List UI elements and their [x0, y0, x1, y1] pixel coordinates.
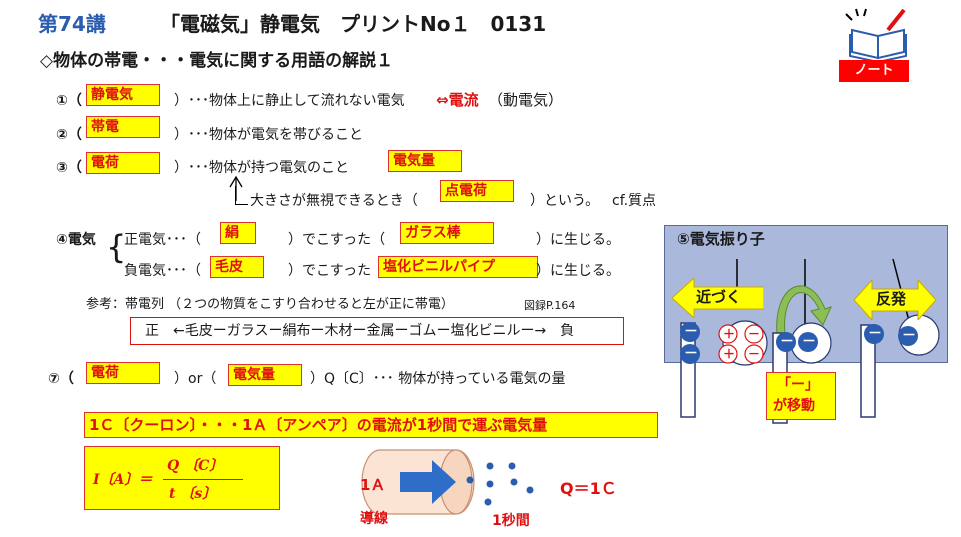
item7-answer: 電荷	[86, 362, 160, 384]
item7-number: ⑦（	[48, 371, 74, 387]
charge-dots	[460, 460, 544, 510]
current-label: 1Ａ	[360, 476, 386, 494]
item4-number: ④電気	[56, 232, 96, 248]
formula-numerator: Q 〔C〕	[167, 458, 224, 474]
minus-sign: －	[748, 327, 761, 341]
item3-answer2: 電気量	[388, 150, 462, 172]
fraction-bar	[163, 479, 243, 480]
reference-small: 図録P.164	[524, 299, 576, 312]
item4-pos-answer2: ガラス棒	[400, 222, 494, 244]
repel-label: 反発	[876, 290, 907, 308]
item4-pos-label: 正電気･･･（	[124, 232, 201, 248]
coulomb-definition: 1Ｃ〔クーロン〕・・・1Ａ〔アンペア〕の電流が1秒間で運ぶ電気量	[84, 412, 658, 438]
item7-or: ）or（	[174, 371, 217, 387]
time-label: 1秒間	[492, 513, 530, 529]
item1-current: ⇔電流	[436, 91, 479, 109]
item1-answer: 静電気	[86, 84, 160, 106]
item1-suffix: （動電気）	[488, 91, 564, 109]
minus-sign: －	[868, 326, 882, 342]
minus-sign: －	[684, 324, 698, 340]
plus-sign: ＋	[723, 347, 736, 361]
item7-text: ）Q〔C〕･･･ 物体が持っている電気の量	[310, 371, 566, 387]
item3-text: ）･･･物体が持つ電気のこと	[174, 160, 349, 176]
item1-text: ）･･･物体上に静止して流れない電気	[174, 93, 405, 109]
item4-neg-answer2: 塩化ビニルパイプ	[378, 256, 538, 278]
lesson-number: 第74講	[38, 12, 106, 36]
item3-answer: 電荷	[86, 152, 160, 174]
electron-move-note-line1: 「ー」	[777, 377, 819, 393]
item4-neg-mid: ）でこすった	[288, 263, 372, 279]
triboelectric-series: 正 ←毛皮ーガラスー絹布ー木材ー金属ーゴムー塩化ビニルー→ 負	[145, 323, 575, 339]
current-arrow-icon	[400, 460, 456, 504]
item4-neg-label: 負電気･･･（	[124, 263, 201, 279]
item3b-text2: ）という。	[530, 193, 600, 209]
electron-move-note: 「ー」 が移動	[766, 372, 836, 420]
triboelectric-series-box: 正 ←毛皮ーガラスー絹布ー木材ー金属ーゴムー塩化ビニルー→ 負	[130, 317, 624, 345]
item4-pos-end: ）に生じる。	[536, 232, 620, 248]
item1-number: ①（	[56, 93, 82, 109]
wire-label: 導線	[360, 511, 388, 527]
plus-sign: ＋	[723, 327, 736, 341]
notebook-icon	[838, 6, 918, 66]
item4-brace: {	[106, 228, 127, 266]
formula-box: I〔A〕＝ Q 〔C〕 t 〔s〕	[84, 446, 280, 510]
item3b-answer: 点電荷	[440, 180, 514, 202]
wire-cylinder	[360, 448, 480, 516]
item2-text: ）･･･物体が電気を帯びること	[174, 127, 363, 143]
formula-denominator: t 〔s〕	[169, 486, 217, 502]
item4-pos-mid: ）でこすった（	[288, 232, 386, 248]
item4-neg-end: ）に生じる。	[536, 263, 620, 279]
minus-sign: －	[684, 346, 698, 362]
minus-sign: －	[902, 328, 916, 344]
reference-text: 参考：帯電列 （２つの物質をこすり合わせると左が正に帯電）	[86, 297, 454, 312]
item3b-cf: cf.質点	[612, 193, 657, 209]
attract-label: 近づく	[696, 288, 742, 306]
page-title: 「電磁気」静電気 プリントNo１ 0131	[160, 12, 547, 36]
item7-answer2: 電気量	[228, 364, 302, 386]
note-badge: ノート	[839, 60, 909, 82]
pointer-arrow-icon	[226, 175, 246, 205]
item3b-text: 大きさが無視できるとき（	[250, 193, 418, 209]
charge-symbols: － － ＋ ＋ － － － － － －	[680, 322, 950, 366]
minus-sign: －	[748, 347, 761, 361]
item2-answer: 帯電	[86, 116, 160, 138]
minus-sign: －	[802, 334, 816, 350]
item4-pos-answer: 絹	[220, 222, 256, 244]
formula-lhs: I〔A〕＝	[93, 472, 153, 488]
item4-neg-answer: 毛皮	[210, 256, 264, 278]
minus-sign: －	[780, 334, 794, 350]
item2-number: ②（	[56, 127, 82, 143]
item3-number: ③（	[56, 160, 82, 176]
section-subtitle: ◇物体の帯電・・・電気に関する用語の解説１	[40, 51, 394, 71]
connector-line	[235, 186, 248, 205]
electron-move-note-line2: が移動	[773, 398, 815, 414]
charge-label: Q＝1Ｃ	[560, 479, 617, 498]
pendulum-title: ⑤電気振り子	[677, 230, 765, 248]
